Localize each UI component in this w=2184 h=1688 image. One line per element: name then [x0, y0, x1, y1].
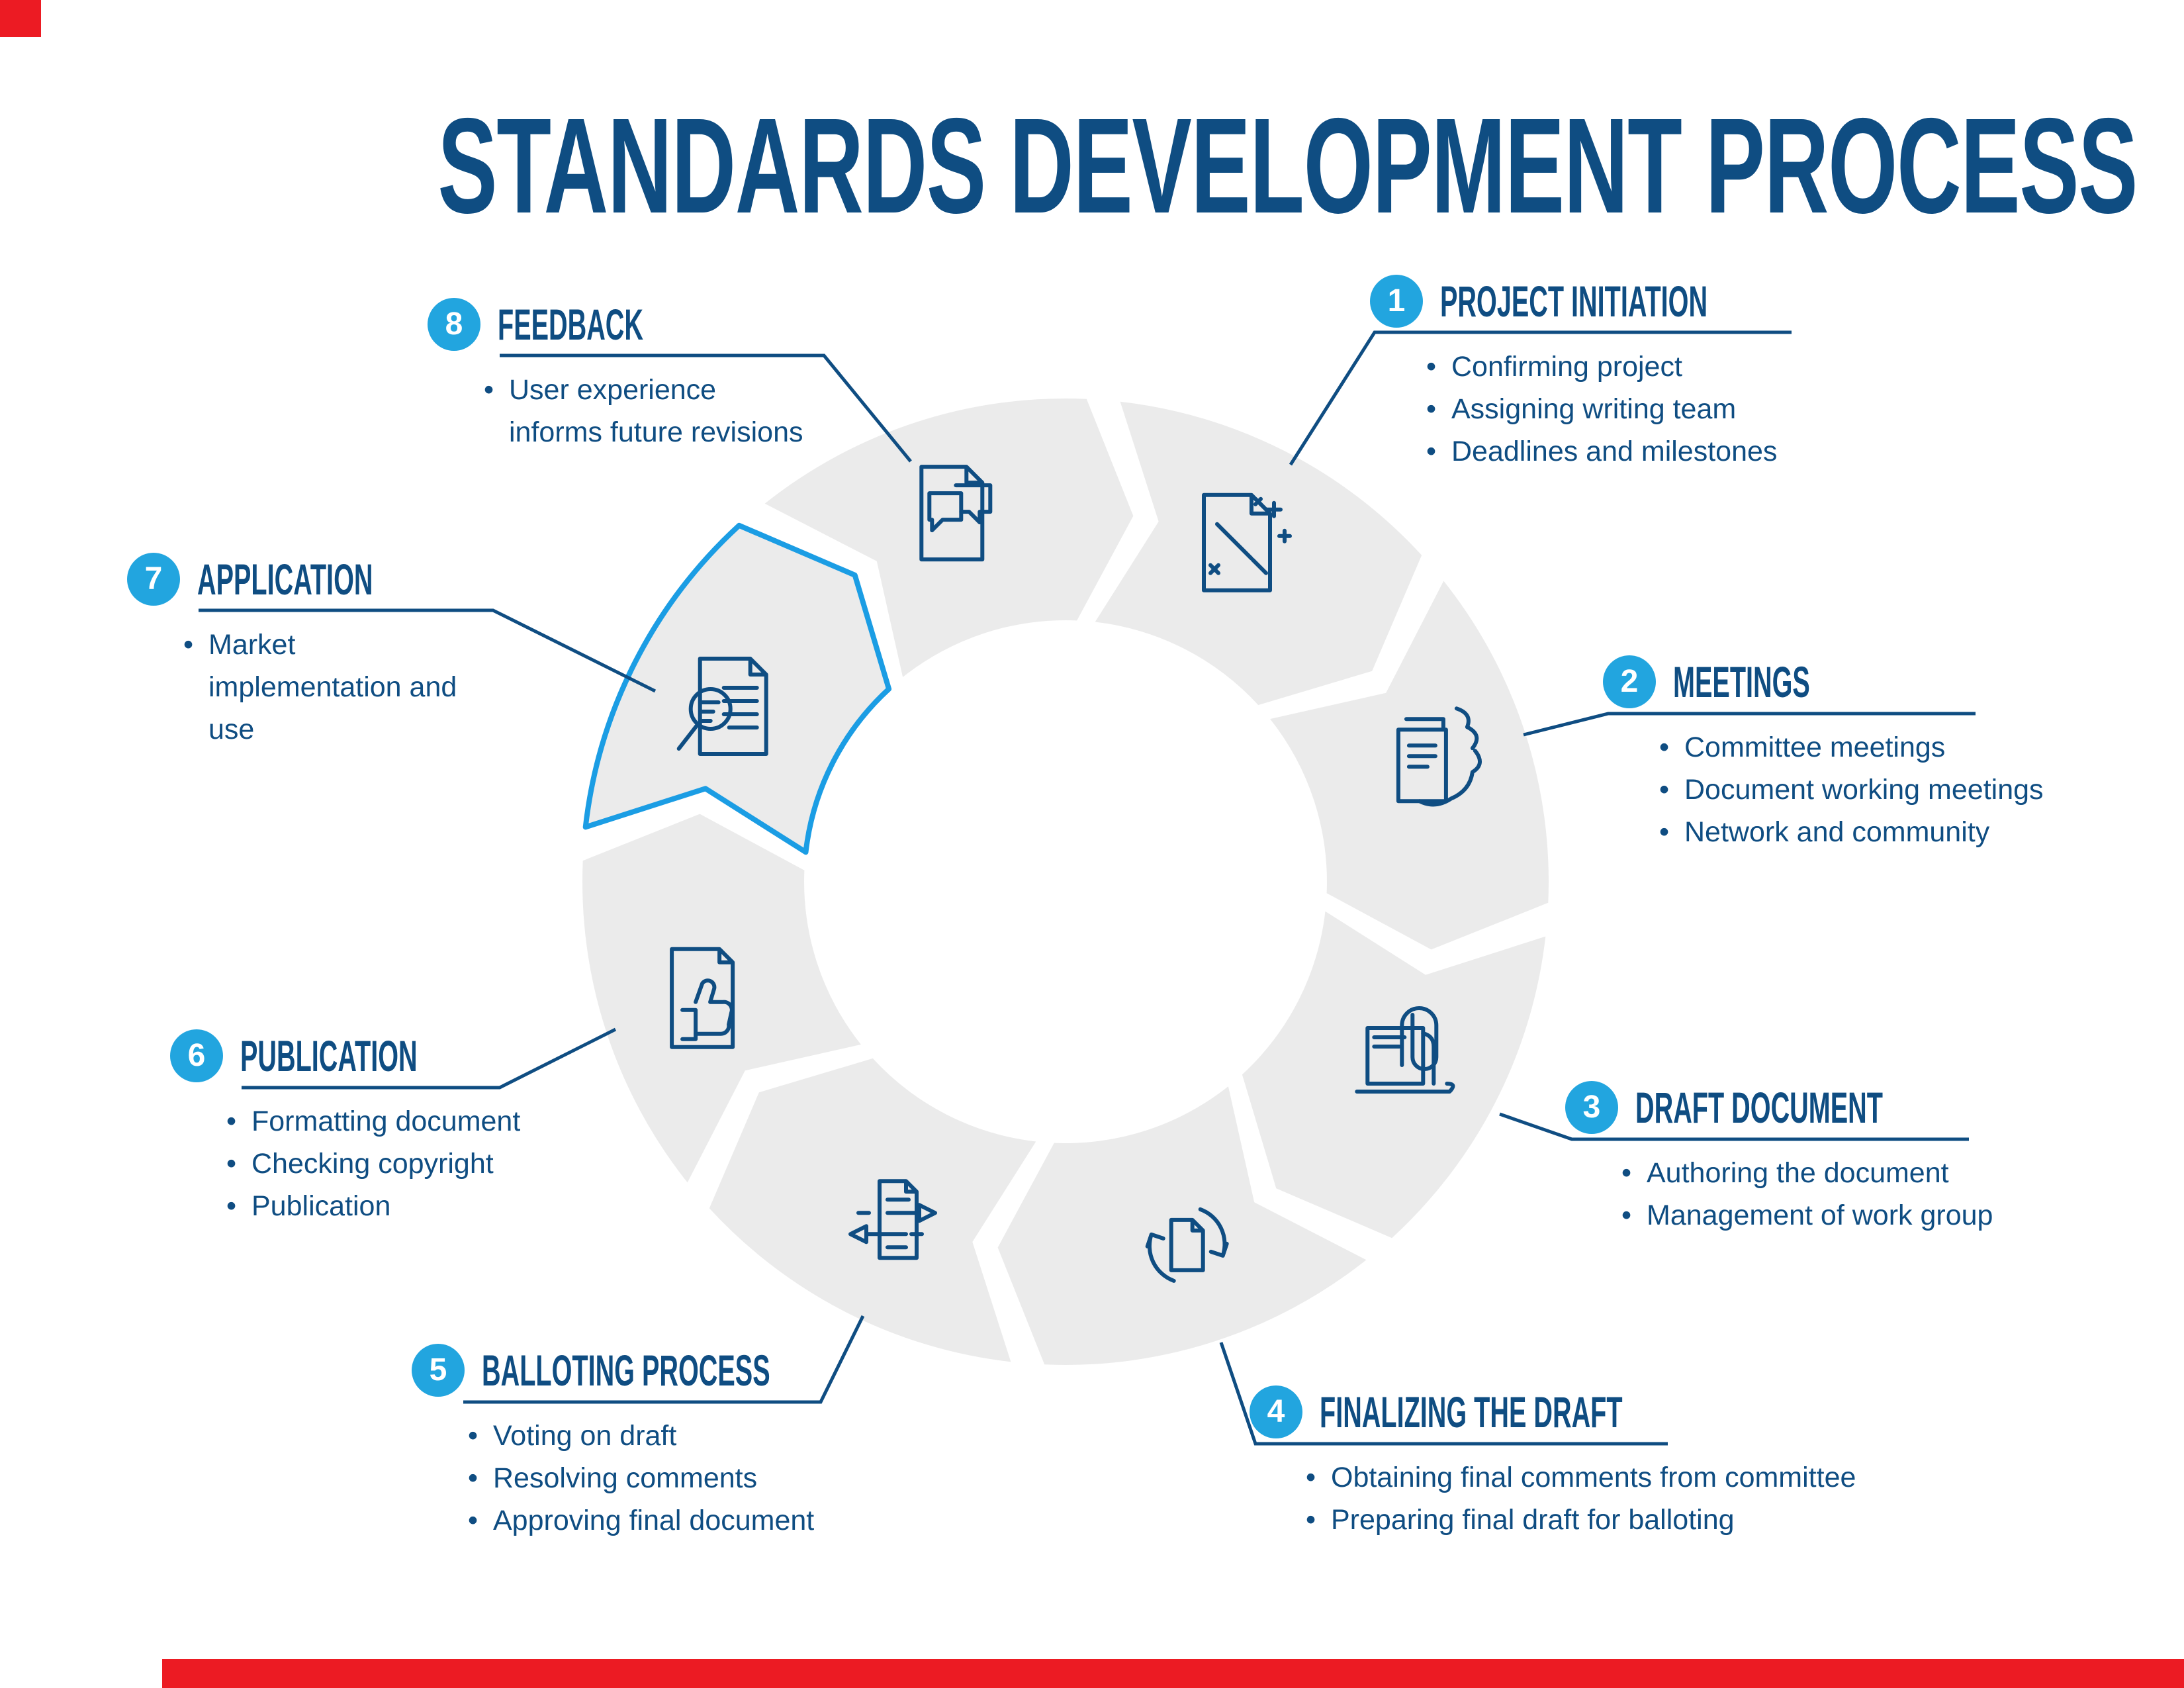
step-title: FEEDBACK [498, 300, 644, 349]
step-number: 2 [1620, 664, 1639, 699]
bullet-item: Management of work group [1621, 1194, 2184, 1237]
step-title: PUBLICATION [240, 1031, 418, 1080]
bullet-item: Voting on draft [468, 1415, 1064, 1457]
connector-line-step-8 [500, 353, 912, 463]
wheel-segment-step-6 [582, 814, 861, 1183]
bullet-item: Authoring the document [1621, 1152, 2184, 1194]
bullet-list: Authoring the documentManagement of work… [1621, 1152, 2184, 1237]
step-title: MEETINGS [1673, 657, 1810, 706]
bullet-list: Confirming projectAssigning writing team… [1426, 346, 2022, 473]
step-block-draft-document: 3 DRAFT DOCUMENT Authoring the documentM… [1565, 1081, 2048, 1237]
wheel-segment-step-1 [1095, 401, 1422, 706]
bullet-item: Network and community [1659, 811, 2184, 853]
step-number: 8 [445, 306, 463, 342]
bullet-item: User experience informs future revisions [484, 369, 815, 453]
page-title-text: STANDARDS DEVELOPMENT PROCESS [437, 90, 2138, 242]
bullet-item: Committee meetings [1659, 726, 2184, 769]
step-block-application: 7 APPLICATION Market implementation and … [127, 553, 490, 745]
step-block-meetings: 2 MEETINGS Committee meetingsDocument wo… [1603, 655, 2044, 853]
connector-line-step-2 [1523, 712, 1976, 737]
step-number-badge: 2 [1603, 655, 1656, 708]
bullet-list: User experience informs future revisions [484, 369, 815, 453]
connector-line-step-3 [1499, 1112, 1969, 1141]
wheel-segment-step-4 [997, 1086, 1367, 1365]
step-number-badge: 3 [1565, 1081, 1618, 1134]
step-title: DRAFT DOCUMENT [1635, 1083, 1883, 1132]
bullet-item: Publication [226, 1185, 822, 1227]
bullet-list: Formatting documentChecking copyrightPub… [226, 1100, 822, 1227]
bullet-item: Document working meetings [1659, 769, 2184, 811]
step-number: 6 [187, 1038, 206, 1073]
step-number: 3 [1582, 1090, 1601, 1125]
step-title: PROJECT INITIATION [1440, 277, 1708, 326]
bullet-list: Obtaining final comments from committeeP… [1306, 1456, 1901, 1541]
step-number: 7 [144, 561, 163, 596]
red-corner-mark [0, 0, 41, 37]
step-number: 1 [1387, 283, 1406, 318]
step-number-badge: 4 [1250, 1385, 1302, 1438]
step-block-feedback: 8 FEEDBACK User experience informs futur… [428, 298, 803, 448]
bullet-item: Preparing final draft for balloting [1306, 1499, 1901, 1541]
bullet-item: Approving final document [468, 1499, 1064, 1542]
bullet-item: Confirming project [1426, 346, 2022, 388]
bullet-item: Market implementation and use [183, 624, 488, 751]
step-number-badge: 6 [170, 1029, 223, 1082]
bullet-item: Deadlines and milestones [1426, 430, 2022, 473]
bullet-item: Checking copyright [226, 1143, 822, 1185]
wheel-segment-step-3 [1242, 911, 1546, 1239]
step-block-publication: 6 PUBLICATION Formatting documentCheckin… [170, 1029, 535, 1227]
bullet-list: Market implementation and use [183, 624, 488, 751]
wheel-segment-step-8 [764, 399, 1134, 677]
step-title: APPLICATION [197, 555, 373, 604]
step-block-balloting-process: 5 BALLOTING PROCESS Voting on draftResol… [412, 1344, 962, 1542]
bullet-item: Assigning writing team [1426, 388, 2022, 430]
bullet-item: Obtaining final comments from committee [1306, 1456, 1901, 1499]
step-block-finalizing-the-draft: 4 FINALIZING THE DRAFT Obtaining final c… [1250, 1385, 1856, 1541]
bullet-item: Resolving comments [468, 1457, 1064, 1499]
step-number: 4 [1267, 1394, 1285, 1429]
connector-line-step-1 [1289, 330, 1792, 466]
step-number-badge: 5 [412, 1344, 465, 1397]
bullet-list: Voting on draftResolving commentsApprovi… [468, 1415, 1064, 1542]
step-number-badge: 8 [428, 298, 480, 351]
step-title: BALLOTING PROCESS [482, 1346, 770, 1395]
process-wheel [582, 399, 1549, 1365]
connector-line-step-5 [463, 1315, 865, 1404]
red-bottom-bar [162, 1659, 2184, 1688]
step-title: FINALIZING THE DRAFT [1320, 1387, 1623, 1436]
step-number: 5 [429, 1352, 447, 1387]
step-number-badge: 7 [127, 553, 180, 606]
page-title: STANDARDS DEVELOPMENT PROCESS [0, 98, 2184, 234]
connector-line-step-4 [1219, 1342, 1668, 1446]
connector-line-step-6 [242, 1027, 617, 1090]
bullet-list: Committee meetingsDocument working meeti… [1659, 726, 2184, 853]
step-block-project-initiation: 1 PROJECT INITIATION Confirming projectA… [1370, 275, 1886, 473]
connector-line-step-7 [199, 608, 657, 693]
step-number-badge: 1 [1370, 275, 1423, 328]
bullet-item: Formatting document [226, 1100, 822, 1143]
